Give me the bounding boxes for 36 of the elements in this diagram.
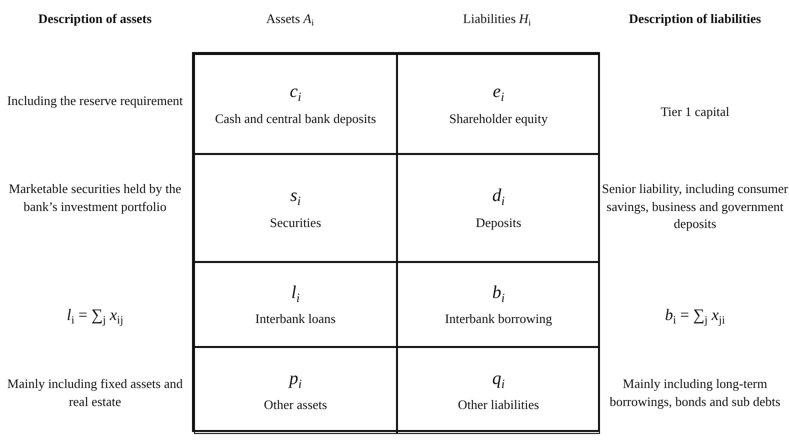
variable-symbol: c$_{i}$ [290,81,302,105]
cell-label: Interbank loans [255,311,336,328]
cell-label: Shareholder equity [449,110,548,127]
cell-label: Cash and central bank deposits [214,110,376,127]
description-text: Including the reserve requirement [6,92,184,110]
description-text: Tier 1 capital [660,103,730,121]
column-header: Description of assets [37,10,153,28]
description-text: l$_{i}$ = ∑$_{j}$ x$_{ij}$ [66,306,124,328]
cell-label: Deposits [476,214,522,231]
column-header: Assets A$_{i}$ [265,10,315,29]
table-cell [194,347,397,434]
table-cell [397,154,600,262]
variable-symbol: l$_{i}$ [291,282,300,306]
table-cell [194,262,397,347]
cell-label: Other liabilities [458,397,540,414]
description-text: Marketable securities held by the bank’s investment portfolio [8,180,182,216]
cell-label: Securities [270,214,322,231]
variable-symbol: b$_{i}$ [492,282,505,306]
table-cell [194,154,397,262]
table-cell [397,347,600,434]
table-cell [194,54,397,154]
variable-symbol: d$_{i}$ [492,185,505,209]
column-header: Description of liabilities [628,10,762,28]
variable-symbol: e$_{i}$ [492,81,504,105]
column-header: Liabilities H$_{i}$ [462,10,532,29]
table-cell [397,262,600,347]
cell-label: Other assets [264,397,328,414]
cell-label: Interbank borrowing [444,311,552,328]
description-text: Senior liability, including consumer savings, business and government deposits [600,180,789,233]
variable-symbol: q$_{i}$ [492,368,505,392]
description-text: Mainly including fixed assets and real estate [6,375,184,410]
table-cell [397,54,600,154]
description-text: Mainly including long-term borrowings, bonds and sub debts [608,375,782,410]
description-text: b$_{i}$ = ∑$_{j}$ x$_{ji}$ [664,306,726,328]
variable-symbol: s$_{i}$ [290,185,301,209]
variable-symbol: p$_{i}$ [289,368,302,392]
